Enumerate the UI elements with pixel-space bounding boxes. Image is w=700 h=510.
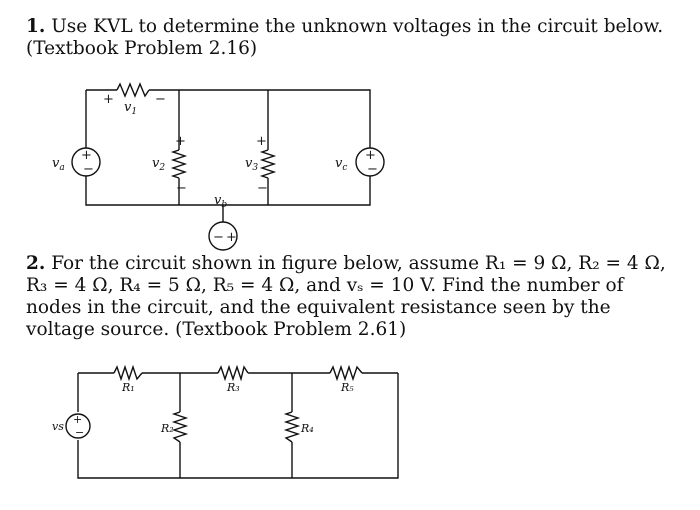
label-v1: v1 xyxy=(124,100,137,117)
resistor-v3 xyxy=(259,149,277,179)
vc-plus: + xyxy=(365,148,376,163)
circuit-2-wires xyxy=(77,372,399,479)
va-minus: − xyxy=(83,162,94,177)
label-vb: vb xyxy=(214,193,227,210)
circuit-1-wires xyxy=(85,89,371,222)
problem-1-number: 1. xyxy=(26,16,46,37)
v2-minus: − xyxy=(176,181,187,196)
label-vc: vc xyxy=(335,156,347,173)
v2-plus: + xyxy=(175,134,186,149)
resistor-r2 xyxy=(171,411,189,443)
source-vc xyxy=(355,147,385,177)
v1-plus: + xyxy=(103,92,114,107)
vs-minus: − xyxy=(75,426,84,439)
resistor-r4 xyxy=(283,411,301,443)
resistor-r3 xyxy=(217,364,249,382)
source-vs xyxy=(65,413,91,439)
label-v2: v2 xyxy=(152,156,165,173)
label-r5: R₅ xyxy=(340,381,354,394)
label-vs: vs xyxy=(52,420,64,433)
resistor-v2 xyxy=(170,149,188,179)
resistor-r5 xyxy=(329,364,363,382)
problem-1-text: 1. Use KVL to determine the unknown volt… xyxy=(26,16,681,60)
vb-plus: + xyxy=(226,230,237,245)
label-va: va xyxy=(52,156,65,173)
v1-minus: − xyxy=(155,92,166,107)
label-r4: R₄ xyxy=(300,422,314,435)
source-vb xyxy=(208,221,238,251)
problem-1-statement: Use KVL to determine the unknown voltage… xyxy=(26,16,664,59)
va-plus: + xyxy=(81,148,92,163)
circuit-2 xyxy=(65,364,399,479)
problem-2-text: 2. For the circuit shown in figure below… xyxy=(26,253,681,341)
vc-minus: − xyxy=(367,162,378,177)
label-r2: R₂ xyxy=(160,422,174,435)
vs-plus: + xyxy=(73,413,82,426)
label-r1: R₁ xyxy=(121,381,135,394)
v3-minus: − xyxy=(257,181,268,196)
source-va xyxy=(71,147,101,177)
resistor-v1 xyxy=(116,82,150,98)
v3-plus: + xyxy=(256,134,267,149)
label-r3: R₃ xyxy=(226,381,240,394)
label-v3: v3 xyxy=(245,156,258,173)
circuit-1 xyxy=(71,82,385,251)
resistor-r1 xyxy=(113,364,143,382)
problem-2-number: 2. xyxy=(26,253,46,274)
vb-minus: − xyxy=(213,230,224,245)
problem-2-statement: For the circuit shown in figure below, a… xyxy=(26,253,666,340)
